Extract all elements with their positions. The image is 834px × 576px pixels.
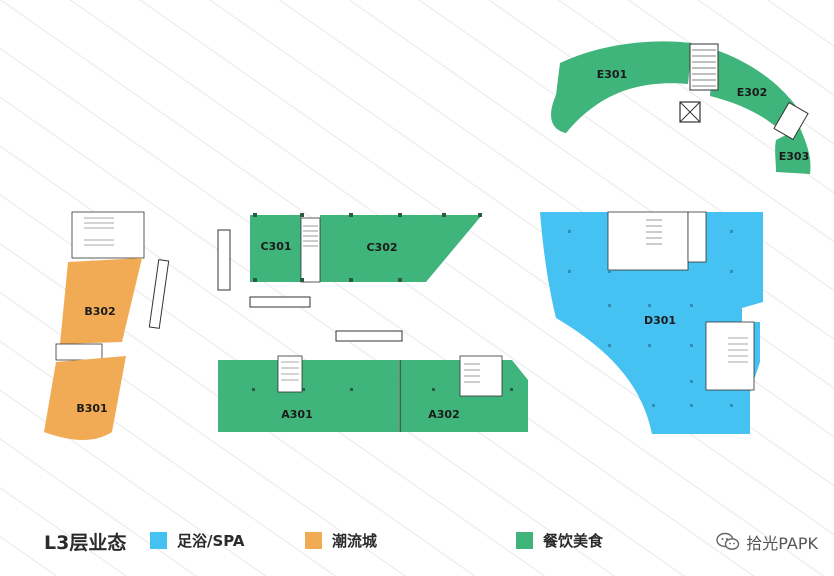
unit-a301-area[interactable] (218, 360, 399, 432)
block-d: D301 (540, 211, 763, 434)
unit-b301-area[interactable] (44, 356, 126, 440)
escalator (148, 259, 170, 329)
unit-e303-area[interactable] (775, 128, 811, 174)
wechat-icon (716, 532, 740, 550)
floor-title: L3层业态 (44, 532, 127, 554)
legend-swatch-spa (150, 531, 167, 549)
unit-label-d301: D301 (644, 314, 676, 327)
escalator (335, 330, 403, 342)
stairwell (773, 101, 809, 141)
column-markers-d (568, 230, 733, 407)
unit-label-c302: C302 (366, 241, 397, 254)
legend-swatch-trend (305, 531, 322, 549)
core-service (459, 355, 503, 397)
block-e: E301 E302 E303 (551, 41, 811, 174)
escalator (249, 296, 311, 308)
unit-label-b301: B301 (76, 402, 107, 415)
unit-label-e301: E301 (597, 68, 627, 81)
core-service (300, 217, 321, 283)
unit-label-a302: A302 (428, 408, 459, 421)
unit-label-e302: E302 (737, 86, 767, 99)
unit-label-b302: B302 (84, 305, 115, 318)
stairwell (689, 43, 719, 91)
unit-e301-area[interactable] (551, 41, 692, 133)
unit-label-c301: C301 (260, 240, 291, 253)
legend-item-food[interactable]: 餐饮美食 (516, 530, 603, 550)
unit-c301-area[interactable] (250, 215, 301, 282)
watermark-text: 拾光PAPK (746, 534, 818, 553)
core-service (71, 211, 145, 259)
block-c: C301 C302 (217, 215, 482, 308)
unit-label-e303: E303 (779, 150, 809, 163)
legend: L3层业态 足浴/SPA 潮流城 餐饮美食 拾光PAPK (0, 520, 834, 562)
legend-label-trend: 潮流城 (332, 531, 378, 550)
unit-c302-area[interactable] (320, 215, 482, 282)
block-a: A301 A302 (218, 330, 528, 432)
block-b: B302 B301 (44, 211, 170, 440)
core-service (607, 211, 689, 271)
column-markers (252, 213, 513, 391)
unit-b302-area[interactable] (60, 258, 142, 344)
legend-item-trend[interactable]: 潮流城 (305, 530, 377, 550)
watermark: 拾光PAPK (716, 530, 818, 554)
core-service (687, 211, 707, 263)
legend-item-spa[interactable]: 足浴/SPA (150, 530, 245, 550)
legend-label-spa: 足浴/SPA (177, 531, 245, 550)
unit-label-a301: A301 (281, 408, 312, 421)
legend-swatch-food (516, 531, 533, 549)
legend-label-food: 餐饮美食 (543, 531, 604, 550)
unit-e302-area[interactable] (710, 50, 796, 130)
escalator (217, 229, 231, 291)
core-service (55, 343, 103, 361)
